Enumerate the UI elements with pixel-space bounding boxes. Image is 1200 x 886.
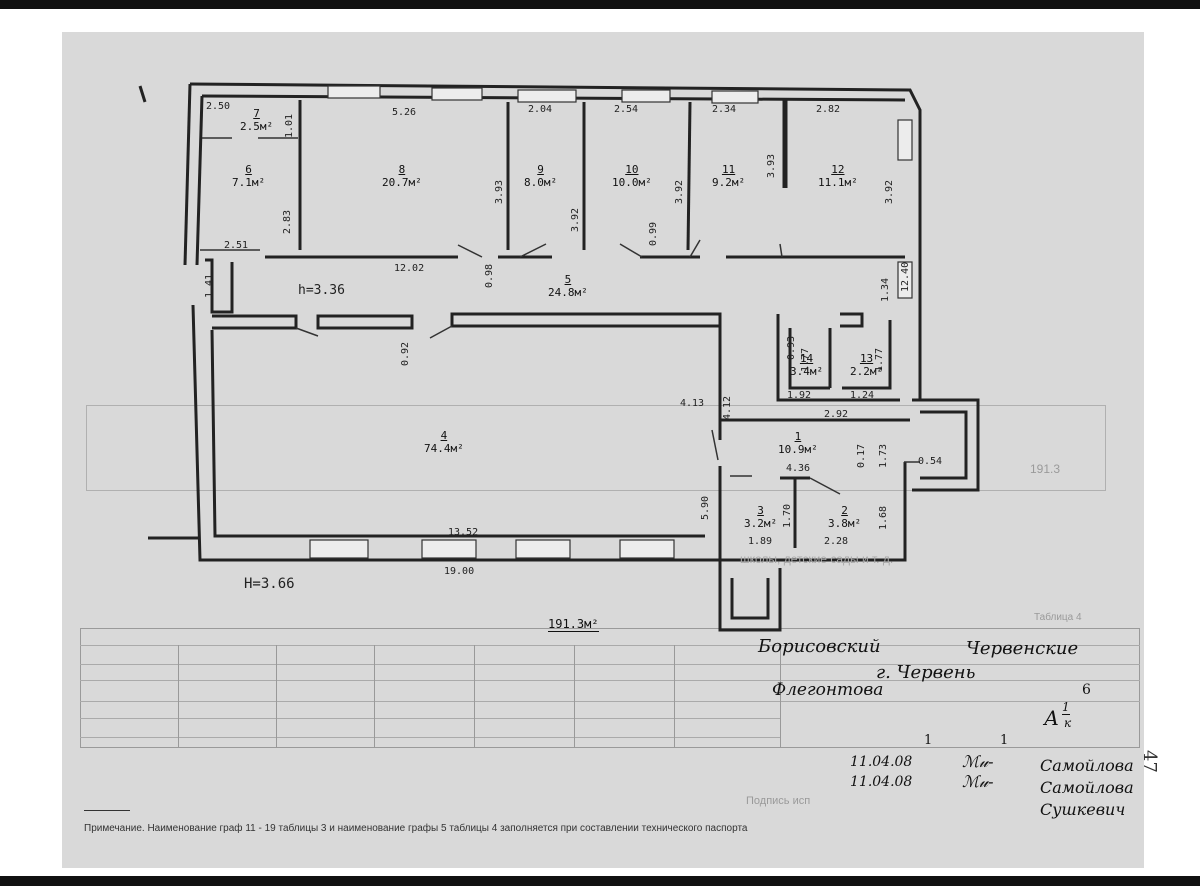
signature-scribble: ℳ𝓊- xyxy=(962,752,994,771)
dim-label: 19.00 xyxy=(444,566,475,577)
dim-label: 1.01 xyxy=(284,113,295,138)
sheet-code: А xyxy=(1044,706,1060,730)
dim-label: 2.92 xyxy=(824,409,849,420)
faint-table-label: Таблица 4 xyxy=(1034,612,1082,623)
dim-label: 0.54 xyxy=(918,456,943,467)
note-divider xyxy=(84,810,130,811)
overall-height-label: H=3.66 xyxy=(244,576,295,592)
dim-label: 1.77 xyxy=(800,347,811,372)
date-2: 11.04.08 xyxy=(850,774,913,790)
scanned-sheet xyxy=(62,32,1144,868)
dim-label: 0.17 xyxy=(856,443,867,468)
sheet-frac-top: 1 xyxy=(1062,700,1070,715)
dim-label: 2.51 xyxy=(224,240,249,251)
faint-signature-label: Подпись исп xyxy=(746,795,811,807)
dim-label: 3.92 xyxy=(674,179,685,204)
dim-label: 1.73 xyxy=(878,443,889,468)
dim-label: 2.28 xyxy=(824,536,849,547)
street-name: Флегонтова xyxy=(772,680,884,700)
scan-border-bottom xyxy=(0,876,1200,886)
dim-label: 4.13 xyxy=(680,398,705,409)
executor-name-2: Самойлова xyxy=(1040,778,1134,797)
city-name: г. Червень xyxy=(876,662,976,683)
dim-label: 2.82 xyxy=(816,104,841,115)
dim-label: 1.89 xyxy=(748,536,773,547)
dim-label: 1.68 xyxy=(878,505,889,530)
faint-total: 191.3 xyxy=(1030,462,1061,476)
dim-label: 3.93 xyxy=(766,153,777,178)
ceiling-height-label: h=3.36 xyxy=(298,283,345,298)
footnote: Примечание. Наименование граф 11 - 19 та… xyxy=(84,823,748,834)
executor-name-3: Сушкевич xyxy=(1040,800,1126,819)
dim-label: 13.52 xyxy=(448,527,479,538)
dim-label: 3.92 xyxy=(884,179,895,204)
dim-label: 0.98 xyxy=(484,263,495,288)
dim-label: 2.50 xyxy=(206,101,231,112)
dim-label: 1.70 xyxy=(782,503,793,528)
sheet-frac-bottom: к xyxy=(1064,716,1072,730)
dim-label: 5.26 xyxy=(392,107,417,118)
dim-label: 2.04 xyxy=(528,104,553,115)
dim-label: 2.34 xyxy=(712,104,737,115)
dim-label: 1.41 xyxy=(204,273,215,298)
dim-label: 0.93 xyxy=(786,335,797,360)
dim-label: 4.12 xyxy=(722,395,733,420)
dim-label: 5.90 xyxy=(700,495,711,520)
dim-label: 1.77 xyxy=(874,347,885,372)
dim-label: 0.92 xyxy=(400,341,411,366)
signature-scribble: ℳ𝓊- xyxy=(962,772,994,791)
dim-label: 3.92 xyxy=(570,207,581,232)
dim-label: 12.02 xyxy=(394,263,425,274)
sheet-number: 6 xyxy=(1082,682,1091,698)
district-name: Борисовский xyxy=(758,636,881,657)
total-area: 191.3м² xyxy=(548,617,599,632)
dim-label: 3.93 xyxy=(494,179,505,204)
dim-label: 0.99 xyxy=(648,221,659,246)
dim-label: 1.24 xyxy=(850,390,875,401)
district-suffix: Червенские xyxy=(966,638,1079,659)
page-number-mark: 47 xyxy=(1139,750,1160,773)
date-1: 11.04.08 xyxy=(850,754,913,770)
faint-school-text: школы, детские сады и т. д. xyxy=(740,552,894,566)
dim-label: 12.40 xyxy=(900,261,911,292)
dim-label: 4.36 xyxy=(786,463,811,474)
dim-label: 1.34 xyxy=(880,277,891,302)
signature-mark: 1 xyxy=(924,733,933,748)
signature-mark: 1 xyxy=(1000,733,1009,748)
dim-label: 2.54 xyxy=(614,104,639,115)
scan-border-top xyxy=(0,0,1200,9)
dim-label: 2.83 xyxy=(282,209,293,234)
dim-label: 1.92 xyxy=(787,390,812,401)
executor-name-1: Самойлова xyxy=(1040,756,1134,775)
